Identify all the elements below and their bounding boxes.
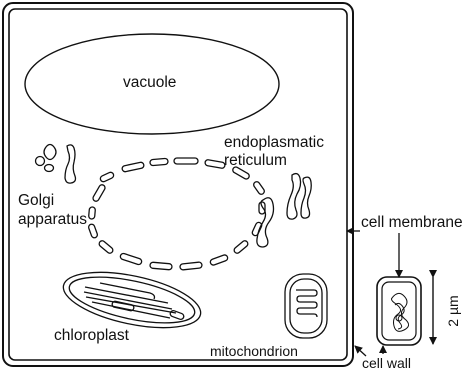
- golgi-label-line1: Golgi: [18, 192, 54, 209]
- cell-membrane-pointers: [347, 231, 399, 277]
- scale-label: 2 µm: [445, 295, 461, 326]
- golgi-apparatus: [36, 145, 76, 184]
- golgi-label-line2: apparatus: [18, 211, 87, 228]
- cell-membrane-label: cell membrane: [361, 214, 463, 231]
- mitochondrion-label: mitochondrion: [210, 343, 298, 359]
- cell-membrane-outline: [9, 9, 347, 360]
- small-cell: [377, 277, 421, 345]
- vacuole-label: vacuole: [123, 74, 176, 91]
- er-label-line2: reticulum: [224, 152, 287, 169]
- er-label-line1: endoplasmatic: [224, 134, 324, 151]
- endoplasmic-reticulum: [88, 158, 311, 270]
- chloroplast-label: chloroplast: [54, 327, 130, 344]
- mitochondrion: [285, 274, 327, 338]
- cell-wall-label: cell wall: [362, 355, 411, 371]
